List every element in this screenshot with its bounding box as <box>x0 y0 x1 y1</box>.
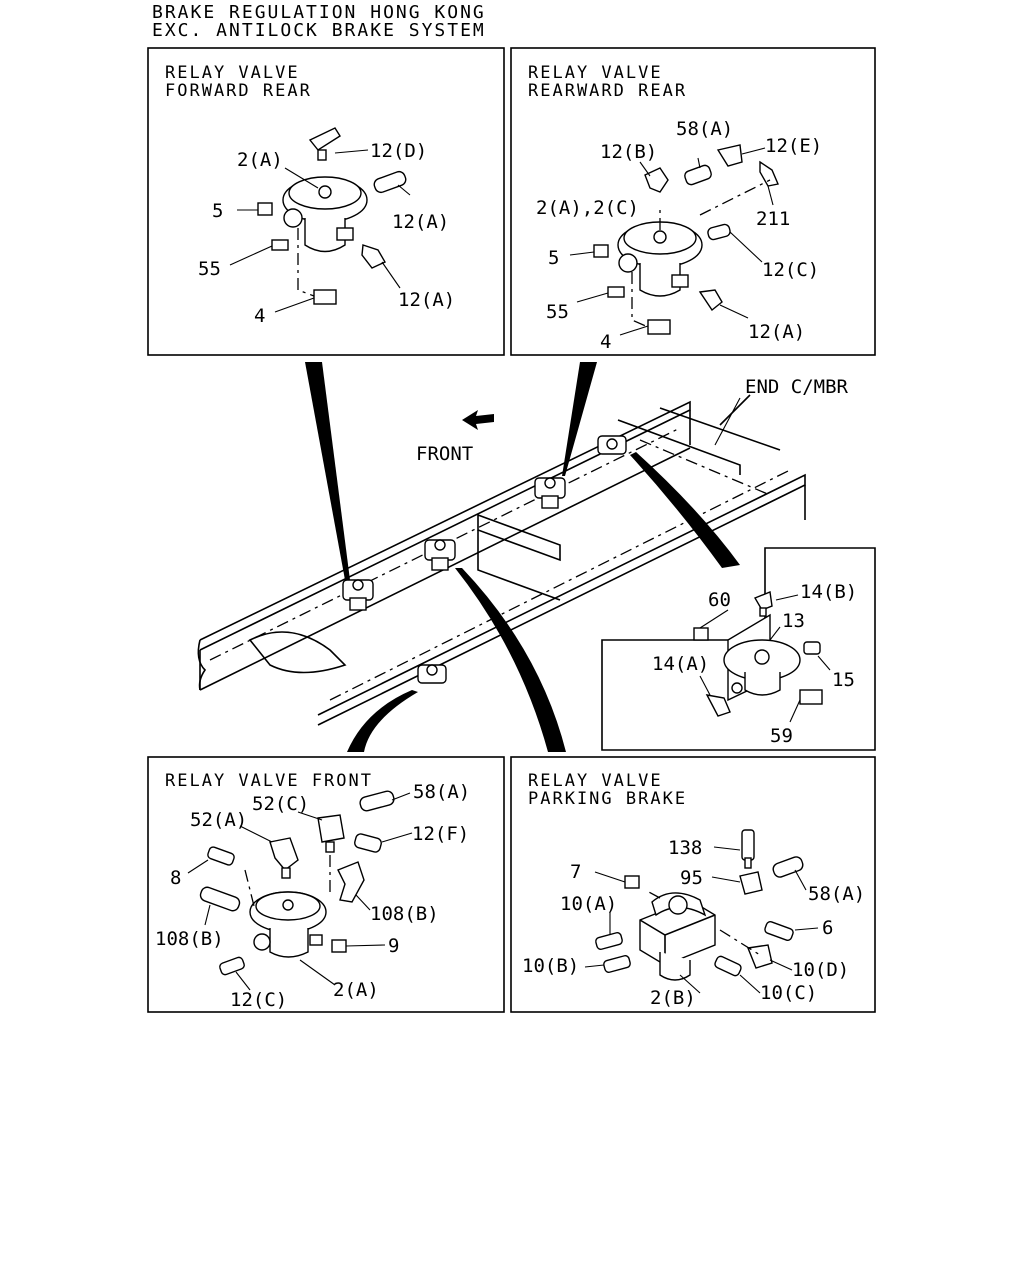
callout: 58(A) <box>413 781 470 803</box>
callout: 9 <box>388 935 399 957</box>
callout: 8 <box>170 867 181 889</box>
callout: 2(A) <box>333 979 379 1001</box>
callout: 12(A) <box>398 289 455 311</box>
callout: 60 <box>708 589 731 611</box>
callout: 12(C) <box>762 259 819 281</box>
callout: 15 <box>832 669 855 691</box>
callout: 10(B) <box>522 955 579 977</box>
panel-heading: RELAY VALVE <box>528 771 663 791</box>
callout: 7 <box>570 861 581 883</box>
callout: 2(A),2(C) <box>536 197 639 219</box>
end-crossmember-label: END C/MBR <box>745 376 849 398</box>
title-line-2: EXC. ANTILOCK BRAKE SYSTEM <box>152 20 486 41</box>
callout: 211 <box>756 208 790 230</box>
callout: 10(D) <box>792 959 849 981</box>
panel-front: RELAY VALVE FRONT 52(C) 58(A) 52(A) <box>147 756 505 1013</box>
panel-parking-brake: RELAY VALVE PARKING BRAKE 138 7 95 <box>510 756 876 1013</box>
callout: 12(E) <box>765 135 822 157</box>
callout: 5 <box>212 200 223 222</box>
valve-forward-rear-on-frame <box>342 579 374 611</box>
callout: 138 <box>668 837 702 859</box>
callout: 14(A) <box>652 653 709 675</box>
callout: 95 <box>680 867 703 889</box>
panel-end-crossmember: 60 14(B) 13 15 14(A) 59 <box>601 547 876 751</box>
callout: 10(C) <box>760 982 817 1004</box>
callout: 58(A) <box>808 883 865 905</box>
panel-forward-rear: RELAY VALVE FORWARD REAR 12(D) 2(A) 5 12… <box>147 47 505 356</box>
leader-forward-rear <box>305 362 350 580</box>
front-arrow-icon <box>462 410 494 430</box>
valve-front-on-frame <box>424 539 456 571</box>
callout: 2(A) <box>237 149 283 171</box>
diagram-title: BRAKE REGULATION HONG KONG EXC. ANTILOCK… <box>152 4 486 40</box>
front-label: FRONT <box>416 443 473 465</box>
callout: 108(B) <box>370 903 439 925</box>
panel-heading: RELAY VALVE FRONT <box>165 771 373 791</box>
callout: 55 <box>546 301 569 323</box>
callout: 2(B) <box>650 987 696 1009</box>
callout: 10(A) <box>560 893 617 915</box>
leader-end-crossmember <box>630 452 740 568</box>
panel-heading: RELAY VALVE <box>165 63 300 83</box>
callout: 4 <box>254 305 265 327</box>
callout: 108(B) <box>155 928 224 950</box>
callout: 12(A) <box>392 211 449 233</box>
callout: 12(D) <box>370 140 427 162</box>
callout: 4 <box>600 331 611 353</box>
valve-parking-on-frame <box>417 664 447 684</box>
valve-rearward-rear-on-frame <box>534 477 566 509</box>
callout: 58(A) <box>676 118 733 140</box>
callout: 59 <box>770 725 793 747</box>
chassis-frame: FRONT END C/MBR <box>197 376 849 726</box>
callout: 6 <box>822 917 833 939</box>
callout: 12(A) <box>748 321 805 343</box>
title-line-1: BRAKE REGULATION HONG KONG <box>152 2 486 23</box>
leader-front <box>455 568 566 752</box>
panel-heading: FORWARD REAR <box>165 81 312 101</box>
callout: 12(F) <box>412 823 469 845</box>
valve-end-crossmember-on-frame <box>597 435 627 455</box>
panel-heading: REARWARD REAR <box>528 81 687 101</box>
callout: 13 <box>782 610 805 632</box>
leader-rearward-rear <box>562 362 597 476</box>
callout: 12(B) <box>600 141 657 163</box>
callout: 52(A) <box>190 809 247 831</box>
callout: 14(B) <box>800 581 857 603</box>
panel-rearward-rear: RELAY VALVE REARWARD REAR 58(A) 12(B) <box>510 47 876 356</box>
panel-heading: RELAY VALVE <box>528 63 663 83</box>
callout: 52(C) <box>252 793 309 815</box>
panel-heading: PARKING BRAKE <box>528 789 687 809</box>
callout: 12(C) <box>230 989 287 1011</box>
leader-parking <box>347 690 418 752</box>
callout: 5 <box>548 247 559 269</box>
callout: 55 <box>198 258 221 280</box>
